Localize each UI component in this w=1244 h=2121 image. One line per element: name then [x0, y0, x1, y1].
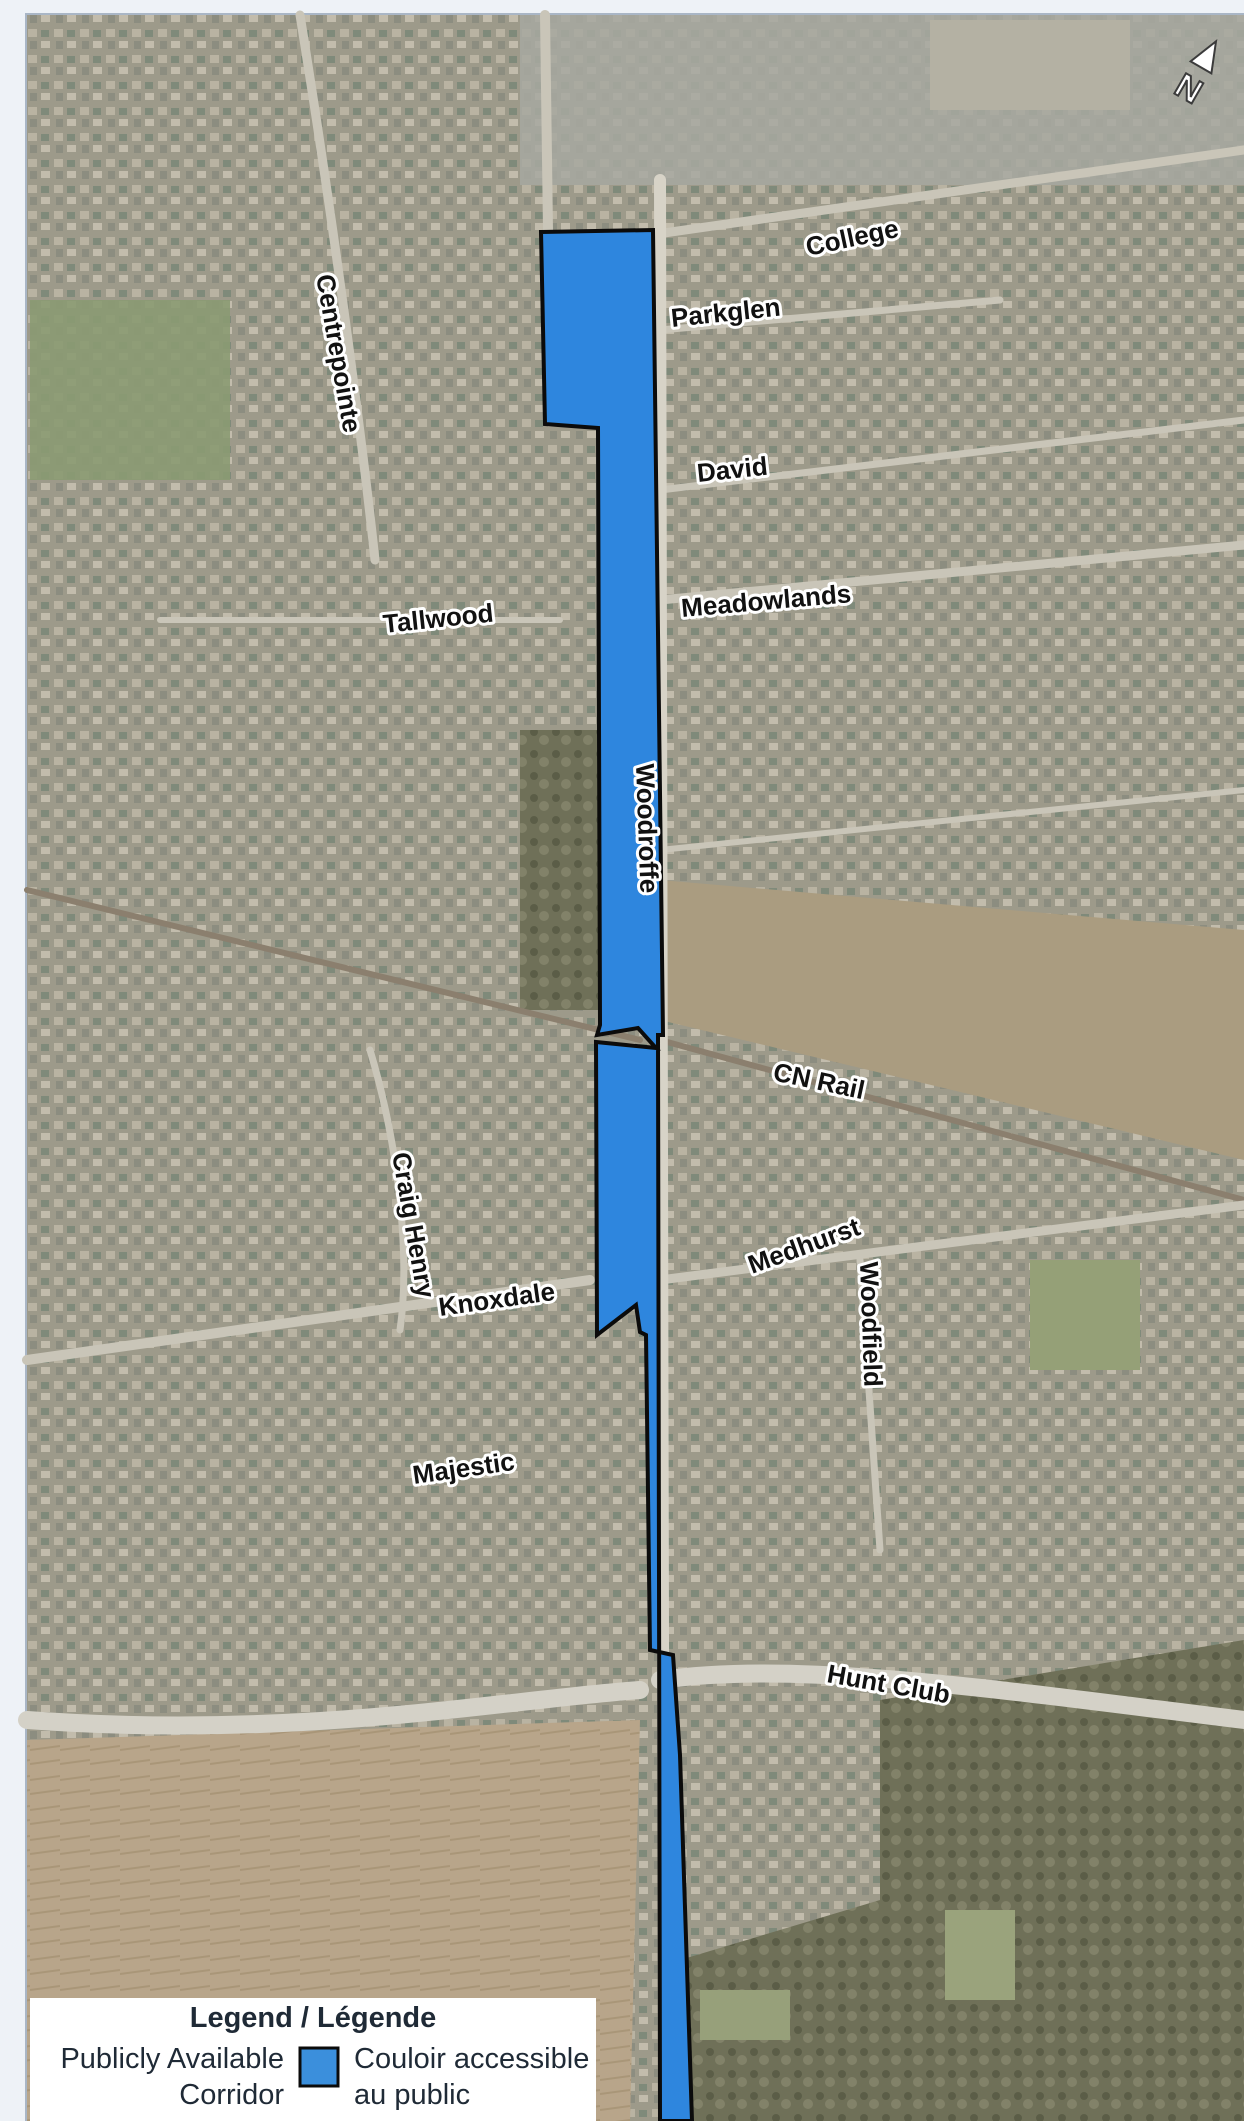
- road-label-woodroffe: Woodroffe: [630, 763, 665, 893]
- legend-item-fr-line1: Couloir accessible: [354, 2043, 589, 2075]
- legend-item-fr-line2: au public: [354, 2079, 470, 2111]
- road-label-woodfield: Woodfield: [854, 1261, 888, 1387]
- legend-item-en-line2: Corridor: [179, 2079, 284, 2111]
- legend: Legend / Légende Publicly Available Corr…: [30, 1998, 596, 2121]
- legend-swatch-corridor: [298, 2046, 340, 2088]
- publicly-available-corridor: [538, 227, 695, 2121]
- legend-title: Legend / Légende: [190, 2002, 437, 2034]
- legend-item-en-line1: Publicly Available: [60, 2043, 284, 2075]
